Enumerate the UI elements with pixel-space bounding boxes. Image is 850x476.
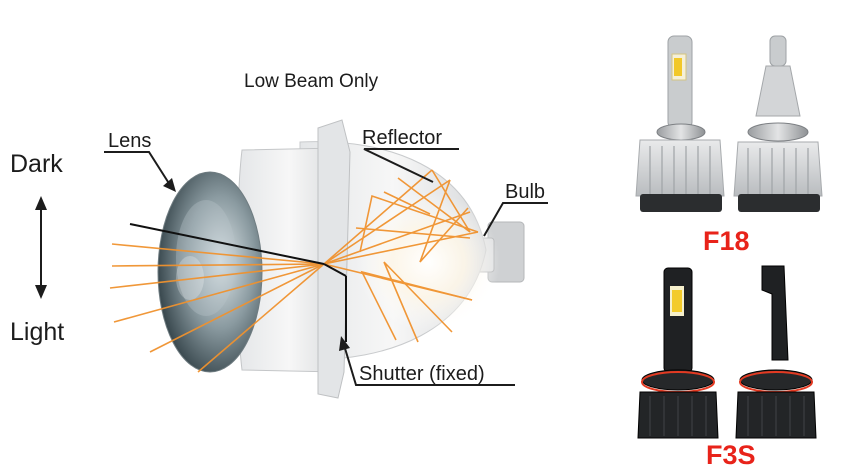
scale-light-label: Light [10,318,65,346]
cutoff-line [129,223,347,342]
projector-housing [157,119,525,399]
shutter-label: Shutter (fixed) [359,363,485,385]
f3s-bulb-side [735,265,817,439]
diagram-title: Low Beam Only [244,71,379,92]
light-rays [109,169,479,373]
bulb-label: Bulb [505,181,546,203]
model-label-f3s: F3S [706,440,756,470]
dark-light-arrow [35,196,47,299]
lens-label: Lens [108,130,152,152]
reflector-label: Reflector [362,127,443,149]
model-label-f18: F18 [703,226,750,256]
f18-bulb-side [733,35,823,212]
scale-dark-label: Dark [10,150,63,178]
f18-bulb-front [635,35,725,212]
f3s-bulb-front [637,267,719,439]
callout-leaders [104,148,548,386]
